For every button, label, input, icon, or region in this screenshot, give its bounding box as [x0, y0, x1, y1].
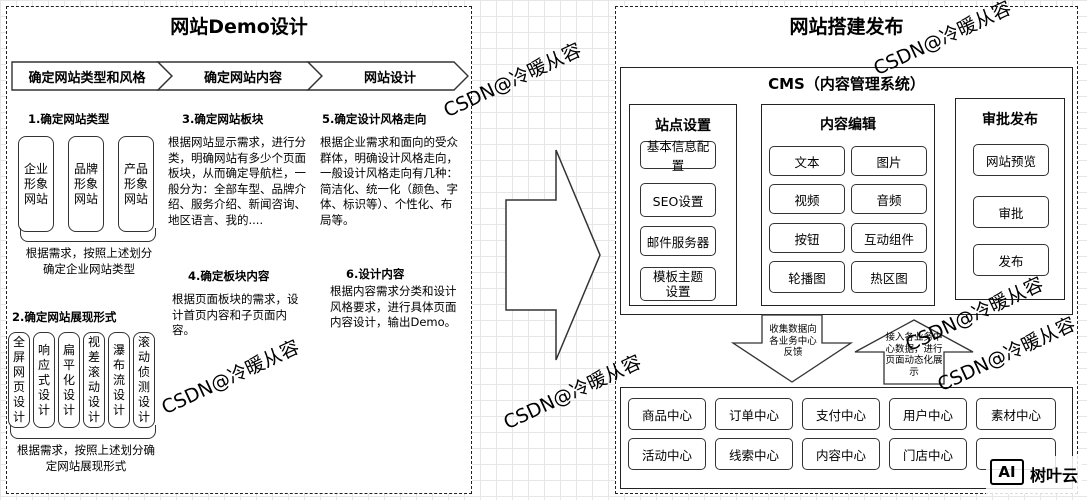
section-4-title: 4.确定板块内容 [188, 269, 270, 283]
step-label-1: 确定网站类型和风格 [28, 71, 146, 86]
section-2-title: 2.确定网站展现形式 [12, 310, 117, 324]
section-6-desc: 根据内容需求分类和设计风格要求，进行具体页面内容设计，输出Demo。 [330, 284, 457, 329]
center-payment[interactable]: 支付中心 [802, 398, 880, 430]
content-carousel-button[interactable]: 轮播图 [769, 261, 845, 293]
up-arrow-text: 接入各业务中心数据，进行页面动态化展示 [885, 332, 943, 378]
cms-title: CMS（内容管理系统） [768, 75, 925, 93]
site-settings-title: 站点设置 [655, 118, 711, 134]
section-1-brace [20, 228, 156, 242]
center-content[interactable]: 内容中心 [802, 438, 880, 470]
approve-button[interactable]: 审批 [973, 196, 1049, 228]
section-5-title: 5.确定设计风格走向 [322, 112, 427, 126]
site-preview-button[interactable]: 网站预览 [973, 144, 1049, 176]
content-image-button[interactable]: 图片 [851, 146, 927, 176]
up-arrow [854, 319, 974, 385]
center-user[interactable]: 用户中心 [889, 398, 967, 430]
form-responsive: 响应式设计 [33, 332, 55, 428]
step-label-2: 确定网站内容 [203, 71, 282, 86]
type-enterprise: 企业形象网站 [18, 136, 54, 232]
content-text-button[interactable]: 文本 [769, 146, 845, 176]
template-theme-button[interactable]: 模板主题设置 [640, 267, 716, 301]
center-material[interactable]: 素材中心 [976, 398, 1056, 430]
content-video-button[interactable]: 视频 [769, 184, 845, 214]
demo-design-title: 网站Demo设计 [170, 16, 308, 38]
section-1-note: 根据需求，按照上述划分确定企业网站类型 [25, 246, 153, 276]
step-label-3: 网站设计 [363, 71, 416, 86]
big-right-arrow [505, 149, 601, 361]
content-interactive-button[interactable]: 互动组件 [851, 223, 927, 253]
form-waterfall: 瀑布流设计 [108, 332, 130, 428]
section-3-desc: 根据网站显示需求，进行分类，明确网站有多少个页面板块，从而确定导航栏，一般分为：… [168, 135, 306, 227]
form-flat: 扁平化设计 [58, 332, 80, 428]
section-2-brace [10, 425, 156, 439]
section-4-desc: 根据页面板块的需求，设计首页内容和子页面内容。 [172, 292, 299, 337]
form-fullscreen: 全屏网页设计 [8, 332, 30, 428]
center-product[interactable]: 商品中心 [628, 398, 706, 430]
site-publish-title: 网站搭建发布 [789, 16, 904, 38]
approve-publish-title: 审批发布 [982, 112, 1038, 128]
type-product: 产品形象网站 [118, 136, 154, 232]
section-2-note: 根据需求，按照上述划分确定网站展现形式 [17, 443, 155, 473]
section-1-title: 1.确定网站类型 [28, 112, 110, 126]
section-6-title: 6.设计内容 [346, 267, 405, 281]
logo-name: 树叶云 [1030, 466, 1079, 485]
down-arrow-text: 收集数据向各业务中心反馈 [769, 324, 817, 358]
center-lead[interactable]: 线索中心 [715, 438, 793, 470]
section-3-title: 3.确定网站板块 [182, 112, 264, 126]
step-chevrons [11, 61, 469, 91]
form-scroll-detect: 滚动侦测设计 [133, 332, 155, 428]
step-chevron-3 [306, 61, 469, 91]
content-button-button[interactable]: 按钮 [769, 223, 845, 253]
content-hotspot-button[interactable]: 热区图 [851, 261, 927, 293]
seo-settings-button[interactable]: SEO设置 [640, 183, 716, 217]
publish-button[interactable]: 发布 [973, 244, 1049, 276]
mail-server-button[interactable]: 邮件服务器 [640, 226, 716, 256]
content-edit-title: 内容编辑 [820, 117, 876, 133]
center-store[interactable]: 门店中心 [889, 438, 967, 470]
form-parallax: 视差滚动设计 [83, 332, 105, 428]
center-activity[interactable]: 活动中心 [628, 438, 706, 470]
basic-info-config-button[interactable]: 基本信息配置 [640, 139, 716, 173]
section-5-desc: 根据企业需求和面向的受众群体，明确设计风格走向，一般设计风格走向有几种：简洁化、… [320, 135, 458, 227]
logo-badge [986, 456, 1082, 494]
content-audio-button[interactable]: 音频 [851, 184, 927, 214]
logo-mark: AI [990, 459, 1024, 485]
type-brand: 品牌形象网站 [68, 136, 104, 232]
down-arrow [730, 314, 854, 383]
center-order[interactable]: 订单中心 [715, 398, 793, 430]
